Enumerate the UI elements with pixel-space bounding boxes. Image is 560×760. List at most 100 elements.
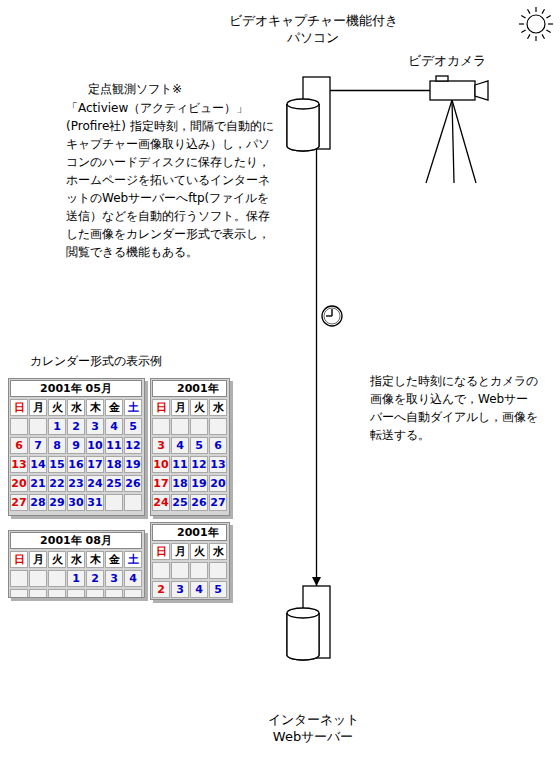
calendar-date: 19 [124,456,142,473]
calendar-date: 25 [105,475,123,492]
calendar-cell [86,589,104,598]
calendar-panel: 2001年日月火水2345 [150,522,230,600]
calendar-date: 30 [67,494,85,511]
calendar-cell [48,589,66,598]
cable-line [330,90,430,91]
calendar-day-head: 月 [29,399,47,416]
calendar-date: 20 [10,475,28,492]
calendar-cell [152,562,170,579]
calendar-date: 4 [105,418,123,435]
calendar-date: 18 [171,475,189,492]
calendar-date: 25 [171,494,189,511]
calendar-day-head: 水 [67,551,85,568]
calendar-date: 8 [48,437,66,454]
calendar-day-head: 土 [124,551,142,568]
calendar-day-head: 月 [171,543,189,560]
calendar-day-head: 火 [48,551,66,568]
note-text: 「Actiview（アクティビュー）」(Profire社) 指定時刻，間隔で自動… [66,99,278,261]
calendar-date: 20 [209,475,227,492]
calendar-cell [67,589,85,598]
server-node: インターネット Webサーバー [263,585,363,745]
calendar-cell [10,570,28,587]
calendar-cell [209,562,227,579]
calendar-date: 13 [10,456,28,473]
calendar-cell [105,589,123,598]
calendar-date: 4 [124,570,142,587]
calendar-date: 26 [190,494,208,511]
calendar-day-head: 火 [190,399,208,416]
calendar-date: 10 [152,456,170,473]
calendar-date: 17 [152,475,170,492]
calendar-date: 31 [86,494,104,511]
calendar-panel: 2001年日月火水3456101112131718192024252627 [150,378,230,516]
calendar-date: 3 [152,437,170,454]
calendar-cell [105,494,123,511]
calendar-cell [171,562,189,579]
calendar-date: 12 [124,437,142,454]
calendar-day-head: 水 [209,399,227,416]
calendar-cell [48,570,66,587]
calendar-date: 1 [48,418,66,435]
calendar-date: 5 [124,418,142,435]
calendar-cell [10,589,28,598]
calendar-date: 19 [190,475,208,492]
calendar-date: 11 [105,437,123,454]
camera-node: ビデオカメラ [402,52,492,185]
calendar-cell [171,418,189,435]
calendar-day-head: 月 [29,551,47,568]
clock-icon [322,306,342,326]
note-text: 指定した時刻になるとカメラの画像を取り込んで，Webサーバーへ自動ダイアルし，画… [370,372,540,444]
calendar-date: 2 [86,570,104,587]
calendar-cell [152,418,170,435]
calendar-date: 3 [105,570,123,587]
calendar-date: 12 [190,456,208,473]
sun-icon [519,7,553,41]
calendar-date: 14 [29,456,47,473]
calendar-day-head: 日 [152,399,170,416]
calendar-cell [209,418,227,435]
calendar-day-head: 水 [209,543,227,560]
calendar-cell [29,418,47,435]
calendar-date: 3 [86,418,104,435]
note-heading: 定点観測ソフト※ [88,80,182,98]
calendar-cell [190,562,208,579]
calendar-cell [29,570,47,587]
calendar-date: 18 [105,456,123,473]
calendar-day-head: 金 [105,551,123,568]
calendar-day-head: 木 [86,399,104,416]
calendar-cell [124,589,142,598]
calendar-cell [29,589,47,598]
calendar-date: 5 [209,581,227,598]
calendar-date: 15 [48,456,66,473]
calendar-date: 1 [67,570,85,587]
calendar-date: 26 [124,475,142,492]
calendar-date: 2 [67,418,85,435]
calendar-date: 21 [29,475,47,492]
calendar-cell [10,418,28,435]
calendar-date: 28 [29,494,47,511]
calendar-date: 9 [67,437,85,454]
calendar-title: 2001年 08月 [10,532,142,549]
calendar-cell [190,418,208,435]
calendar-date: 13 [209,456,227,473]
calendar-date: 27 [209,494,227,511]
calendar-day-head: 日 [10,399,28,416]
calendar-date: 6 [10,437,28,454]
calendar-date: 4 [190,581,208,598]
transfer-arrow [316,149,317,586]
node-label: ビデオカメラ [408,52,486,69]
calendar-date: 4 [171,437,189,454]
camera-shape [402,73,492,185]
calendar-date: 24 [86,475,104,492]
calendar-date: 17 [86,456,104,473]
calendar-day-head: 火 [190,543,208,560]
calendar-date: 24 [152,494,170,511]
calendar-day-head: 火 [48,399,66,416]
server-shape [281,585,345,667]
calendar-day-head: 月 [171,399,189,416]
calendar-date: 23 [67,475,85,492]
calendar-day-head: 土 [124,399,142,416]
calendar-date: 29 [48,494,66,511]
calendar-date: 11 [171,456,189,473]
calendar-date: 22 [48,475,66,492]
